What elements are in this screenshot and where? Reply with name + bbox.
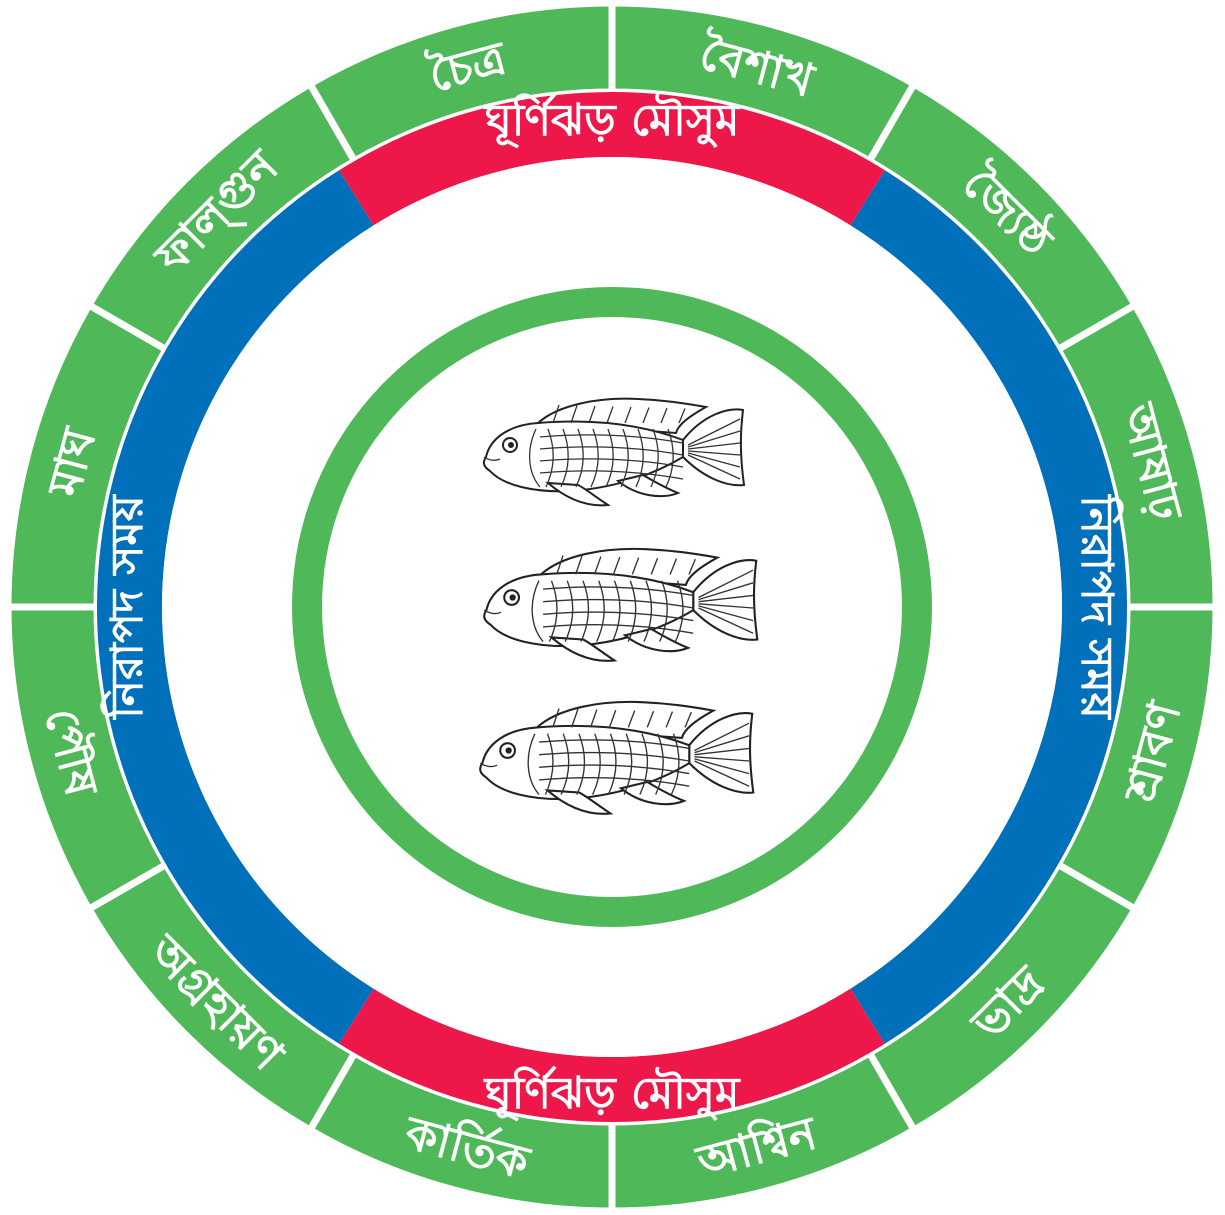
- cyclone-season-label-top: ঘূর্ণিঝড় মৌসুম: [483, 92, 741, 149]
- safe-season-label-right: নিরাপদ সময়: [1071, 493, 1124, 721]
- cyclone-season-label-bottom: ঘূর্ণিঝড় মৌসুম: [483, 1065, 741, 1122]
- three-fish-icon: [480, 399, 757, 814]
- safe-season-label-left: নিরাপদ সময়: [100, 493, 153, 721]
